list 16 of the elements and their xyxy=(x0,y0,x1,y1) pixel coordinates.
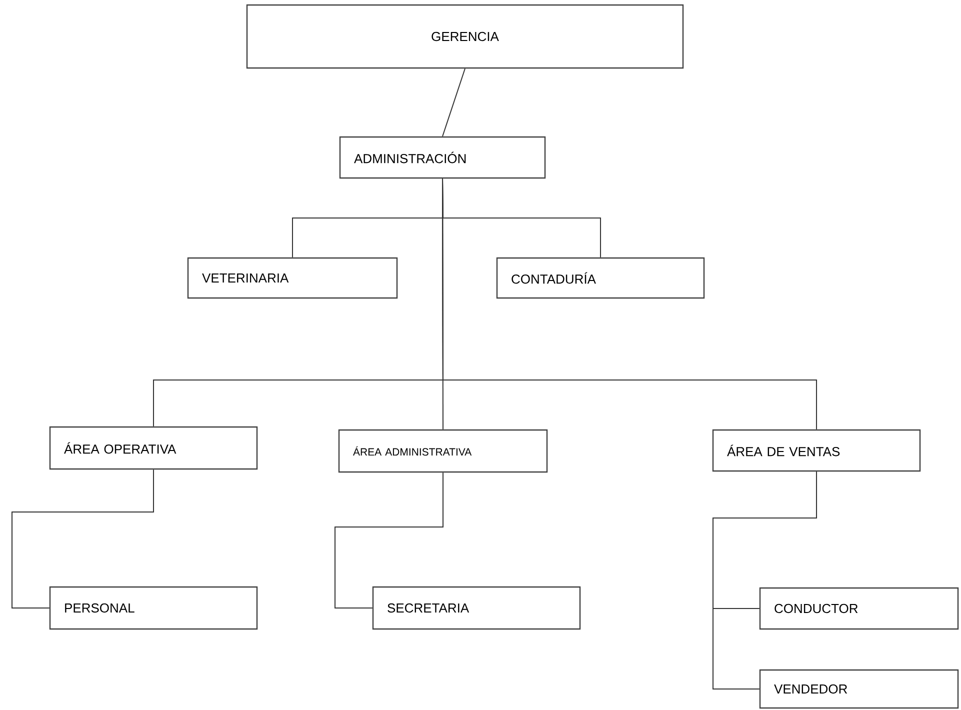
department-box: CONDUCTOR xyxy=(759,587,959,630)
department-box: GERENCIA xyxy=(246,4,684,69)
department-box: ÁREA OPERATIVA xyxy=(49,426,258,470)
department-box: VETERINARIA xyxy=(187,257,398,299)
connector-line xyxy=(442,68,466,137)
department-box: SECRETARIA xyxy=(372,586,581,630)
connector-line xyxy=(334,472,444,608)
connector-line xyxy=(712,471,817,690)
department-box: ÁREA ADMINISTRATIVA xyxy=(338,429,548,473)
connector-line xyxy=(12,469,154,608)
department-box: VENDEDOR xyxy=(759,669,959,709)
department-box: PERSONAL xyxy=(49,586,258,630)
department-box: ADMINISTRACIÓN xyxy=(339,136,546,179)
connector-line xyxy=(442,178,817,430)
department-box: ÁREA DE VENTAS xyxy=(712,429,921,472)
department-box: CONTADURÍA xyxy=(496,257,705,299)
